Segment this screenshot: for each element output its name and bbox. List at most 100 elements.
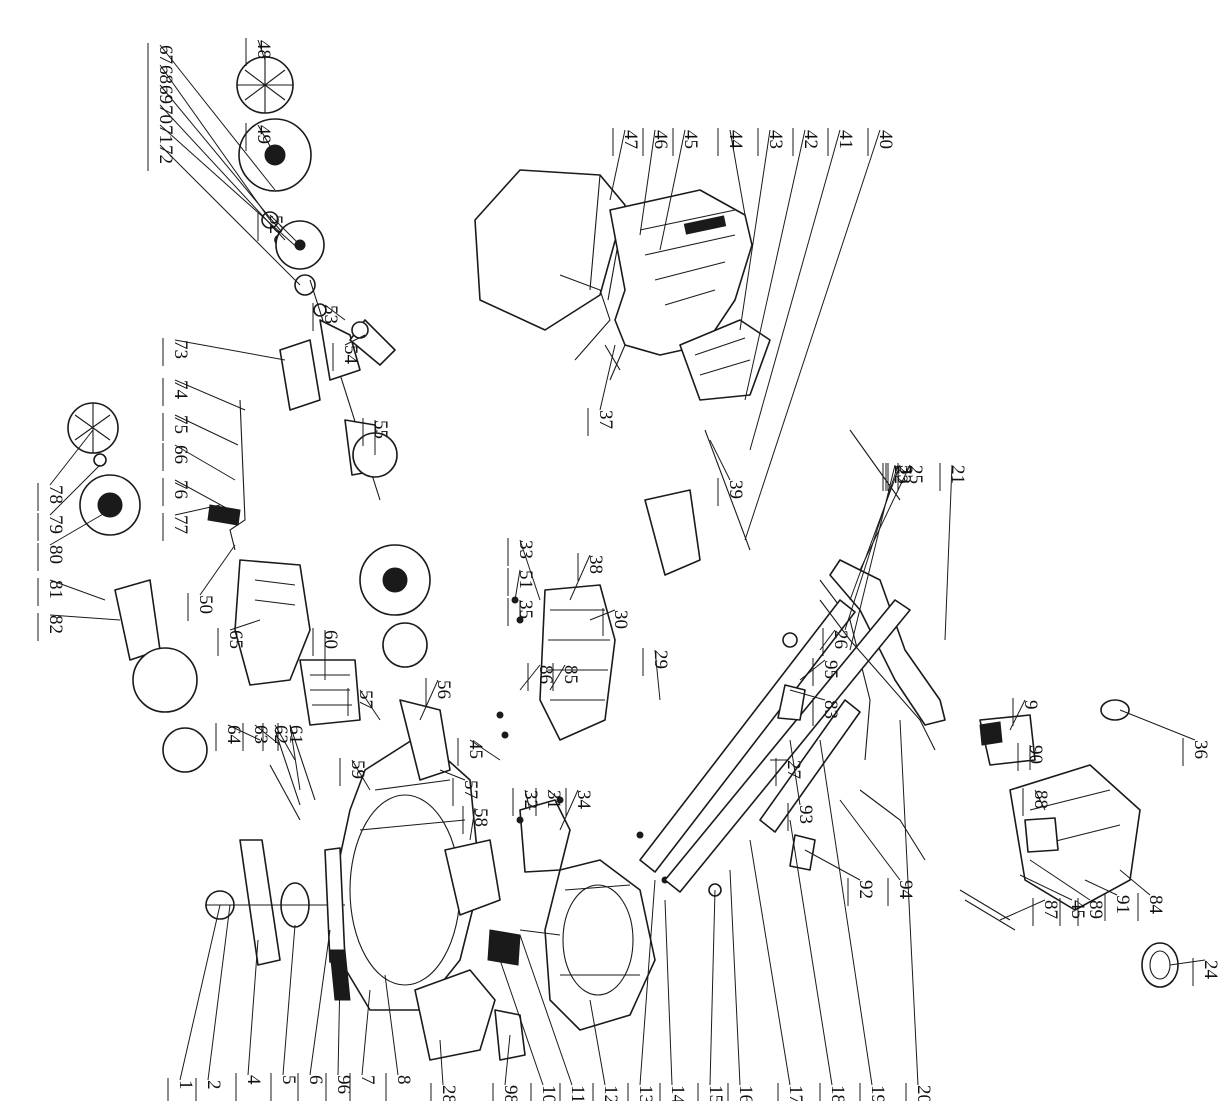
callout-number: 59 — [347, 760, 368, 779]
callout-number: 43 — [765, 130, 786, 149]
leader-line — [789, 689, 826, 701]
leader-line — [1169, 959, 1206, 966]
leader-line — [159, 144, 301, 286]
callout-number: 12 — [600, 1085, 621, 1101]
leader-line — [49, 464, 101, 516]
leader-line — [159, 44, 276, 191]
leader-line — [439, 1039, 444, 1086]
leader-line — [709, 889, 716, 1086]
callout-number: 17 — [785, 1085, 806, 1101]
callout-number: 87 — [1040, 900, 1061, 919]
leader-line — [199, 544, 236, 596]
leader-line — [359, 689, 381, 721]
grass-catcher-bag — [474, 169, 626, 361]
callout-number: 58 — [470, 808, 491, 827]
leader-line — [159, 104, 286, 241]
callout-number: 25 — [905, 465, 926, 484]
rear-wheel-right — [352, 432, 431, 668]
callout-number: 72 — [155, 145, 176, 164]
callout-number: 78 — [45, 485, 66, 504]
callout-number: 84 — [1145, 895, 1166, 915]
front-wheel-tire — [79, 474, 141, 536]
callout-number: 21 — [947, 465, 968, 484]
leader-line — [469, 807, 476, 841]
deck-bracket — [399, 699, 451, 781]
callout-number: 53 — [320, 305, 341, 324]
callout-number: 3 — [895, 465, 916, 475]
callout-number: 32 — [520, 790, 541, 809]
callout-number: 41 — [835, 130, 856, 149]
callout-number: 70 — [155, 105, 176, 124]
leader-line — [49, 614, 121, 621]
switch-detail — [979, 721, 1003, 746]
callout-number: 90 — [1025, 745, 1046, 764]
leader-line — [547, 789, 561, 801]
leader-line — [589, 999, 606, 1086]
leader-line — [744, 129, 806, 401]
leader-line — [289, 724, 301, 791]
leader-line — [739, 129, 771, 331]
callout-number: 5 — [278, 1075, 299, 1085]
leader-line — [804, 849, 861, 881]
leader-line — [1029, 859, 1091, 901]
leader-line — [174, 379, 246, 411]
callout-number: 22 — [890, 465, 911, 484]
leader-line — [749, 129, 841, 451]
leader-line — [519, 539, 541, 601]
leader-line — [159, 64, 271, 221]
callout-number: 69 — [155, 85, 176, 104]
callout-number: 30 — [610, 610, 631, 629]
control-box — [519, 799, 571, 873]
callout-number: 52 — [265, 215, 286, 234]
leader-line — [659, 129, 686, 251]
leader-line — [419, 679, 439, 721]
springs — [269, 724, 316, 821]
front-cover — [234, 559, 311, 686]
leader-line — [174, 504, 221, 516]
leader-line — [324, 304, 346, 321]
leader-line — [1119, 869, 1151, 896]
callout-number: 33 — [515, 540, 536, 559]
callout-number: 74 — [170, 380, 191, 400]
leader-line — [174, 444, 236, 481]
leader-line — [351, 759, 371, 791]
leader-line — [361, 989, 371, 1076]
callout-number: 80 — [45, 545, 66, 564]
callout-number: 93 — [795, 805, 816, 824]
callout-number: 9 — [1020, 700, 1041, 710]
leader-line — [1084, 879, 1118, 896]
leader-line — [744, 129, 881, 541]
callout-number: 16 — [735, 1085, 756, 1101]
leader-line — [729, 869, 741, 1086]
leader-line — [609, 129, 626, 201]
callout-number: 89 — [1085, 900, 1106, 919]
leader-lines — [37, 38, 1206, 1101]
callout-number: 56 — [433, 680, 454, 699]
leader-line — [257, 39, 266, 61]
callout-number: 10 — [538, 1085, 559, 1101]
callout-number: 91 — [1112, 895, 1133, 914]
leader-line — [749, 839, 791, 1086]
leader-line — [944, 464, 953, 641]
callout-number: 98 — [500, 1085, 521, 1101]
adjust-rod — [229, 399, 246, 551]
leader-line — [819, 739, 873, 1086]
callout-number: 6 — [305, 1075, 326, 1085]
leader-line — [309, 929, 331, 1076]
leader-line — [504, 1034, 511, 1086]
leader-line — [254, 724, 281, 746]
front-axle-bracket — [114, 579, 161, 661]
callout-number: 34 — [573, 790, 594, 810]
callout-number: 19 — [867, 1085, 888, 1101]
rear-wheel-hub-cap — [236, 56, 294, 114]
callout-number: 76 — [170, 480, 191, 499]
callout-number: 67 — [155, 45, 176, 64]
leader-line — [174, 479, 231, 511]
leader-line — [789, 819, 833, 1086]
leader-line — [257, 124, 276, 156]
callout-number: 92 — [855, 880, 876, 899]
rod — [704, 429, 751, 551]
callout-number: 39 — [725, 480, 746, 499]
callout-number: 94 — [895, 880, 916, 900]
